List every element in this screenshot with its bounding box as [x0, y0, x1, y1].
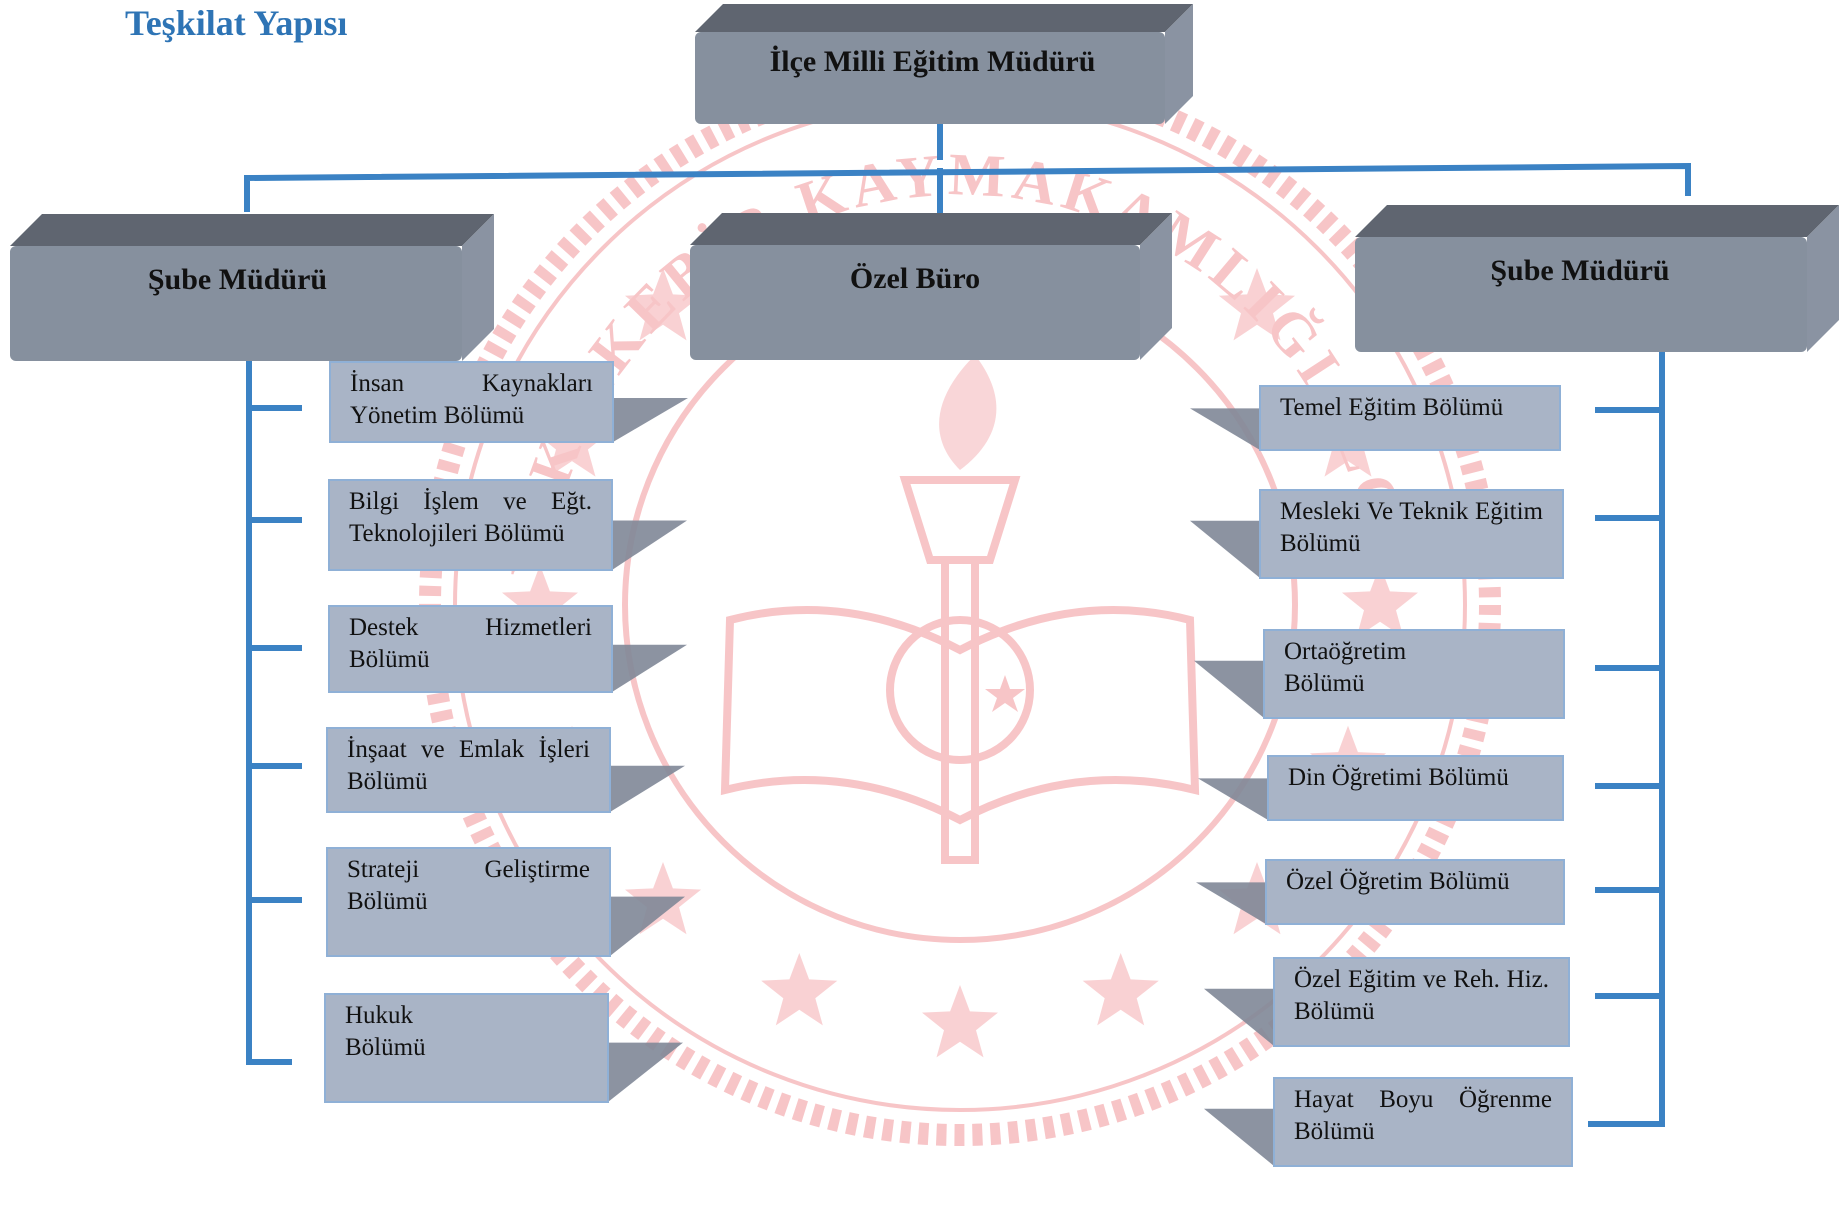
emblem-medallion	[886, 616, 1034, 764]
right-branch-head-box-top	[1355, 205, 1839, 237]
right-dept-private-education: Özel Öğretim Bölümü	[1286, 868, 1510, 895]
header-boxes	[10, 4, 1839, 361]
right-dept-basic-education: Temel Eğitim Bölümü	[1280, 394, 1504, 421]
right-branch-head-label: Şube Müdürü	[1490, 254, 1670, 287]
right-dept-box-5	[1204, 957, 1570, 1047]
right-dept-box-0	[1190, 385, 1561, 451]
center-branch-head-box-side	[1140, 213, 1172, 360]
top-manager-box-face	[695, 32, 1165, 124]
right-dept-box-2-arrow	[1194, 660, 1264, 718]
left-dept-box-0-arrow	[613, 398, 688, 442]
emblem-small-star-icon	[985, 675, 1025, 712]
left-dept-box-1	[328, 479, 687, 571]
right-dept-box-0-face	[1259, 385, 1561, 451]
left-dept-box-4	[326, 847, 685, 957]
right-branch-head-box	[1355, 205, 1839, 352]
connector-left-spine	[246, 348, 292, 1065]
watermark-star-icon	[1082, 953, 1159, 1026]
left-dept-box-4-arrow	[610, 896, 685, 956]
left-dept-box-5-arrow	[608, 1042, 683, 1102]
center-branch-head-box	[690, 213, 1172, 360]
watermark-star-icon	[1342, 565, 1418, 638]
right-dept-box-4-arrow	[1196, 882, 1266, 924]
left-dept-box-1-arrow	[612, 520, 687, 570]
left-branch-head-box-top	[10, 214, 494, 246]
right-dept-box-1-face	[1259, 489, 1564, 579]
center-branch-head-label: Özel Büro	[849, 262, 981, 295]
left-dept-box-2	[328, 605, 687, 693]
right-dept-box-1-arrow	[1190, 520, 1260, 578]
left-dept-hr: İnsan Kaynakları Yönetim Bölümü	[350, 370, 593, 429]
left-dept-box-5	[324, 993, 683, 1103]
right-dept-box-5-face	[1273, 957, 1570, 1047]
right-dept-box-6	[1204, 1077, 1573, 1167]
left-branch-head-box	[10, 214, 494, 361]
left-dept-box-2-arrow	[612, 644, 687, 692]
right-branch-head-box-face	[1355, 237, 1807, 352]
right-dept-box-3	[1198, 755, 1564, 821]
connector-right-spine	[1588, 334, 1665, 1127]
right-dept-box-4	[1196, 859, 1565, 925]
right-branch-head-box-side	[1807, 205, 1839, 352]
right-dept-box-0-arrow	[1190, 408, 1260, 450]
top-manager-box	[695, 4, 1193, 124]
watermark-star-icon	[761, 953, 838, 1026]
left-dept-box-4-face	[326, 847, 611, 957]
right-dept-box-2-face	[1263, 629, 1565, 719]
watermark-star-icon	[922, 985, 998, 1058]
left-dept-law: Hukuk Bölümü	[345, 1002, 426, 1061]
left-dept-box-3-arrow	[610, 765, 685, 812]
left-dept-box-2-face	[328, 605, 613, 693]
right-dept-lifelong-learning: Hayat Boyu Öğrenme Bölümü	[1294, 1086, 1552, 1145]
left-dept-support: Destek Hizmetleri Bölümü	[349, 614, 592, 673]
left-dept-box-3-face	[326, 727, 611, 813]
right-dept-vocational: Mesleki Ve Teknik Eğitim Bölümü	[1280, 498, 1543, 557]
department-boxes	[324, 361, 1573, 1167]
watermark-star-icon	[625, 268, 702, 341]
left-dept-it: Bilgi İşlem ve Eğt. Teknolojileri Bölümü	[349, 488, 592, 547]
right-dept-box-6-face	[1273, 1077, 1573, 1167]
emblem-inner-ring	[622, 267, 1298, 943]
right-dept-box-4-face	[1265, 859, 1565, 925]
left-dept-strategy: Strateji Geliştirme Bölümü	[347, 856, 590, 915]
emblem-torch-handle-icon	[941, 556, 979, 864]
right-dept-box-1	[1190, 489, 1564, 579]
right-dept-religious: Din Öğretimi Bölümü	[1288, 764, 1509, 791]
top-manager-label: İlçe Milli Eğitim Müdürü	[769, 45, 1096, 78]
right-dept-box-6-arrow	[1204, 1108, 1274, 1166]
left-branch-head-box-side	[462, 214, 494, 361]
center-branch-head-box-face	[690, 245, 1140, 360]
left-branch-head-label: Şube Müdürü	[147, 263, 328, 296]
left-dept-box-3	[326, 727, 685, 813]
right-dept-box-2	[1194, 629, 1565, 719]
connector-horizontal-bus	[244, 162, 1691, 212]
right-dept-box-3-face	[1267, 755, 1564, 821]
right-dept-secondary: Ortaöğretim Bölümü	[1284, 638, 1407, 697]
left-dept-box-0-face	[329, 361, 614, 443]
left-dept-box-0	[329, 361, 688, 443]
left-branch-head-box-face	[10, 246, 462, 361]
emblem-torch-cup-icon	[899, 476, 1021, 564]
center-branch-head-box-top	[690, 213, 1172, 245]
right-dept-special-education: Özel Eğitim ve Reh. Hiz. Bölümü	[1294, 966, 1549, 1025]
left-dept-box-1-face	[328, 479, 613, 571]
watermark-star-icon	[502, 565, 578, 638]
connector-lines	[244, 106, 1691, 1127]
top-manager-box-top	[695, 4, 1193, 32]
right-dept-box-3-arrow	[1198, 778, 1268, 820]
watermark-star-icon	[1218, 268, 1295, 341]
left-dept-construction: İnşaat ve Emlak İşleri Bölümü	[347, 736, 590, 795]
right-dept-box-5-arrow	[1204, 988, 1274, 1046]
left-dept-box-5-face	[324, 993, 609, 1103]
top-manager-box-side	[1165, 4, 1193, 124]
emblem-torch-flame-icon	[939, 355, 997, 470]
page-title: Teşkilat Yapısı	[125, 3, 348, 43]
emblem-open-book-icon	[720, 606, 1200, 825]
